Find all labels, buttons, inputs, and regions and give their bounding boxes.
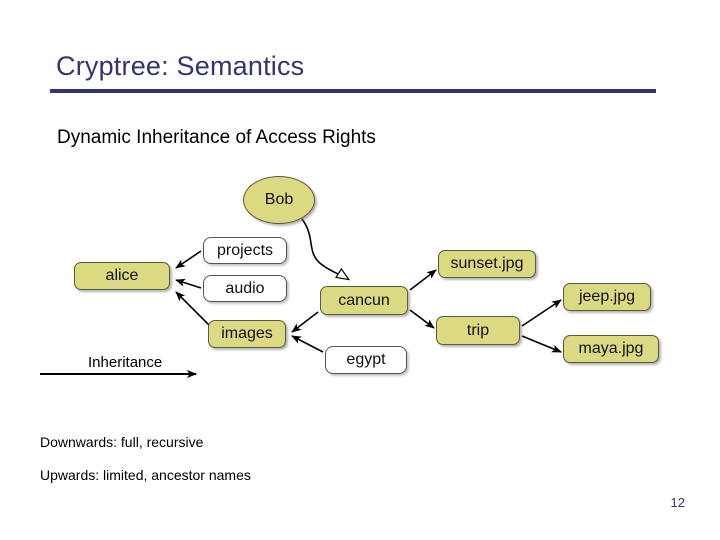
node-bob-label: Bob (264, 191, 294, 208)
edge-cancun-trip (409, 309, 435, 329)
edge-trip-jeep (521, 299, 562, 327)
bullet-upwards: Upwards: limited, ancestor names (40, 467, 251, 483)
node-alice[interactable]: alice (74, 262, 170, 290)
node-egypt-label: egypt (346, 351, 386, 368)
slide-subtitle: Dynamic Inheritance of Access Rights (57, 127, 376, 148)
edge-audio-alice (175, 278, 202, 289)
node-maya-jpg[interactable]: maya.jpg (563, 335, 659, 363)
edge-projects-alice (175, 250, 202, 269)
node-cancun-label: cancun (338, 291, 390, 309)
node-audio[interactable]: audio (203, 275, 287, 302)
node-alice-label: alice (105, 267, 139, 284)
node-audio-label: audio (225, 279, 265, 297)
node-trip[interactable]: trip (436, 316, 520, 345)
page-title: Cryptree: Semantics (56, 51, 305, 81)
edge-bob-cancun (301, 218, 351, 281)
edge-images-alice (175, 291, 215, 331)
node-images[interactable]: images (208, 320, 286, 348)
bullet-downwards: Downwards: full, recursive (40, 434, 204, 450)
title-divider (50, 89, 656, 93)
node-trip-label: trip (466, 321, 490, 339)
node-images-label: images (221, 325, 273, 342)
node-sunset-jpg-label: sunset.jpg (450, 255, 524, 272)
node-projects[interactable]: projects (203, 237, 287, 264)
edge-cancun-sunset (409, 269, 437, 291)
edge-trip-maya (521, 335, 562, 353)
node-maya-jpg-label: maya.jpg (578, 340, 644, 357)
node-projects-label: projects (216, 241, 274, 259)
node-cancun[interactable]: cancun (320, 286, 408, 315)
node-bob[interactable]: Bob (243, 176, 315, 224)
node-sunset-jpg[interactable]: sunset.jpg (438, 250, 536, 278)
node-jeep-jpg-label: jeep.jpg (578, 288, 636, 305)
page-number: 12 (670, 495, 685, 510)
edge-egypt-images (291, 335, 324, 353)
node-egypt[interactable]: egypt (325, 346, 407, 374)
edge-cancun-images (291, 311, 319, 333)
node-jeep-jpg[interactable]: jeep.jpg (563, 283, 651, 311)
legend-inheritance-label: Inheritance (88, 354, 163, 371)
